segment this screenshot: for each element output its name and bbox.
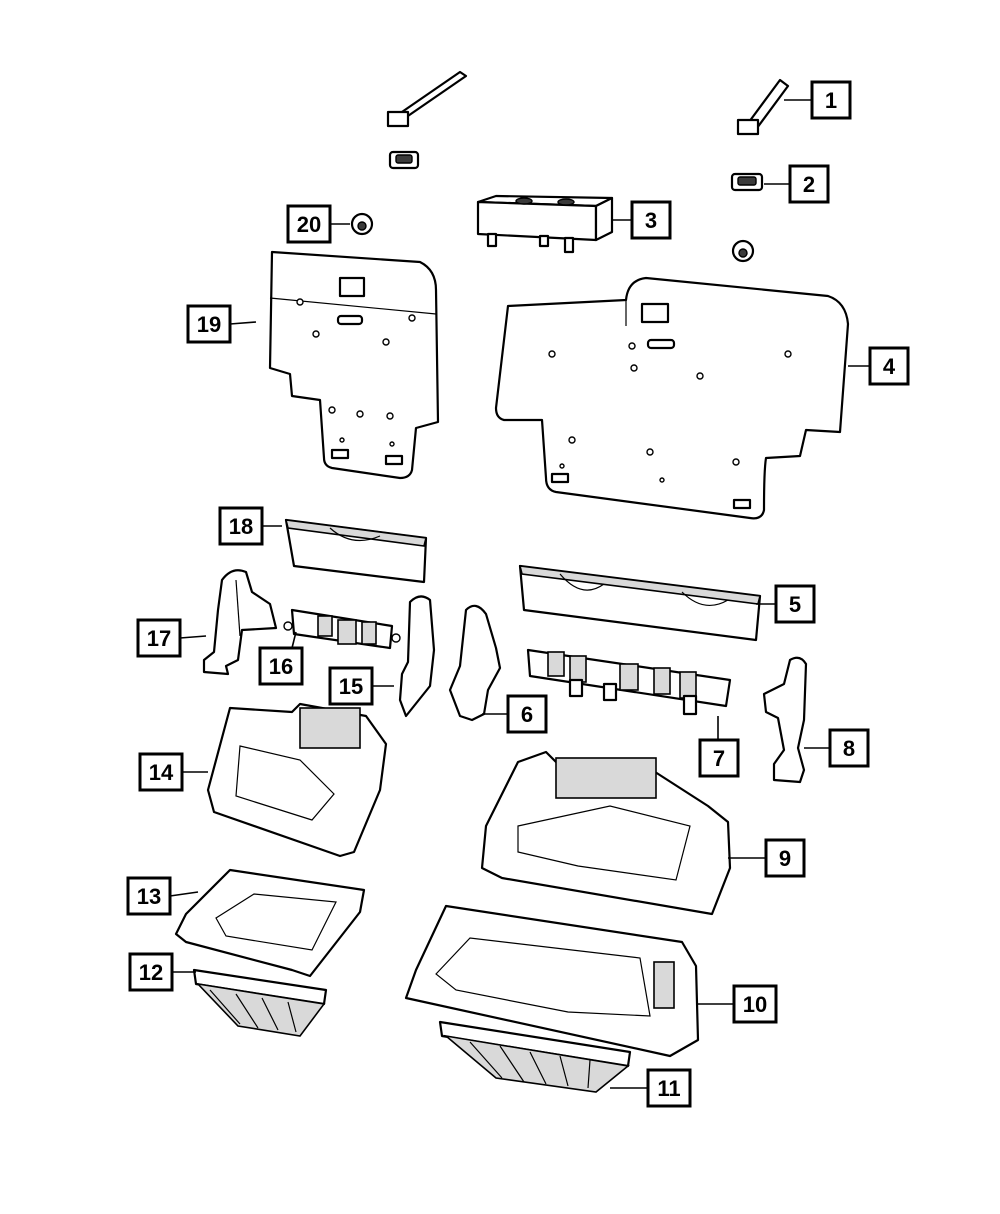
callout-10: 10	[732, 984, 778, 1024]
callout-4: 4	[868, 346, 910, 386]
leader-17	[179, 635, 207, 639]
part-18-left-trim-strip	[284, 518, 428, 584]
part-19-left-seatback-panel	[268, 250, 440, 480]
leader-16	[291, 631, 297, 649]
callout-5: 5	[774, 584, 816, 624]
leader-19	[229, 321, 257, 325]
callout-8: 8	[828, 728, 870, 768]
callout-label: 10	[743, 992, 767, 1017]
callout-2: 2	[788, 164, 830, 204]
callout-label: 9	[779, 846, 791, 871]
part-15-center-left-bracket	[398, 595, 436, 718]
part-5-right-trim-strip	[518, 564, 762, 642]
callout-label: 14	[149, 760, 174, 785]
callout-label: 6	[521, 702, 533, 727]
callout-label: 8	[843, 736, 855, 761]
callout-label: 20	[297, 212, 321, 237]
callout-19: 19	[186, 304, 232, 344]
part-1-strap-left	[386, 70, 468, 128]
callout-label: 5	[789, 592, 801, 617]
callout-13: 13	[126, 876, 172, 916]
part-6-center-right-bracket	[448, 604, 502, 722]
callout-label: 1	[825, 88, 837, 113]
callout-12: 12	[128, 952, 174, 992]
callout-label: 11	[657, 1076, 680, 1101]
callout-label: 19	[197, 312, 221, 337]
part-8-right-side-bracket	[762, 656, 808, 784]
callout-14: 14	[138, 752, 184, 792]
callout-9: 9	[764, 838, 806, 878]
callout-label: 3	[645, 208, 657, 233]
callout-label: 12	[139, 960, 163, 985]
part-16-left-latch	[283, 608, 401, 650]
callout-6: 6	[506, 694, 548, 734]
part-20-plug-left	[350, 212, 374, 236]
callout-16: 16	[258, 646, 304, 686]
part-12-left-storage-bin	[192, 968, 328, 1037]
callout-label: 4	[883, 354, 896, 379]
callout-18: 18	[218, 506, 264, 546]
callout-label: 7	[713, 746, 725, 771]
callout-1: 1	[810, 80, 852, 120]
callout-3: 3	[630, 200, 672, 240]
callout-label: 18	[229, 514, 253, 539]
part-9-right-seat-frame	[480, 750, 732, 916]
callout-15: 15	[328, 666, 374, 706]
callout-11: 11	[646, 1068, 692, 1108]
callout-7: 7	[698, 738, 740, 778]
part-11-right-storage-bin	[438, 1020, 632, 1093]
part-2-clip-left	[388, 150, 420, 170]
part-7-right-latch	[526, 648, 732, 716]
callout-label: 2	[803, 172, 815, 197]
callout-label: 13	[137, 884, 161, 909]
leader-lines	[169, 99, 870, 1089]
callout-label: 17	[147, 626, 171, 651]
part-20-plug-right	[731, 239, 755, 263]
leader-13	[169, 891, 199, 897]
part-14-left-seat-frame	[206, 702, 388, 858]
part-4-right-seatback-panel	[494, 276, 850, 520]
part-2-clip-right	[730, 172, 764, 192]
part-3-bracket	[476, 194, 614, 254]
part-1-strap-right	[736, 78, 790, 136]
part-10-right-base-frame	[404, 904, 700, 1058]
part-13-left-base-frame	[174, 868, 366, 978]
part-17-left-side-bracket	[202, 569, 278, 676]
callout-17: 17	[136, 618, 182, 658]
callout-20: 20	[286, 204, 332, 244]
callout-label: 16	[269, 654, 293, 679]
callout-label: 15	[339, 674, 363, 699]
